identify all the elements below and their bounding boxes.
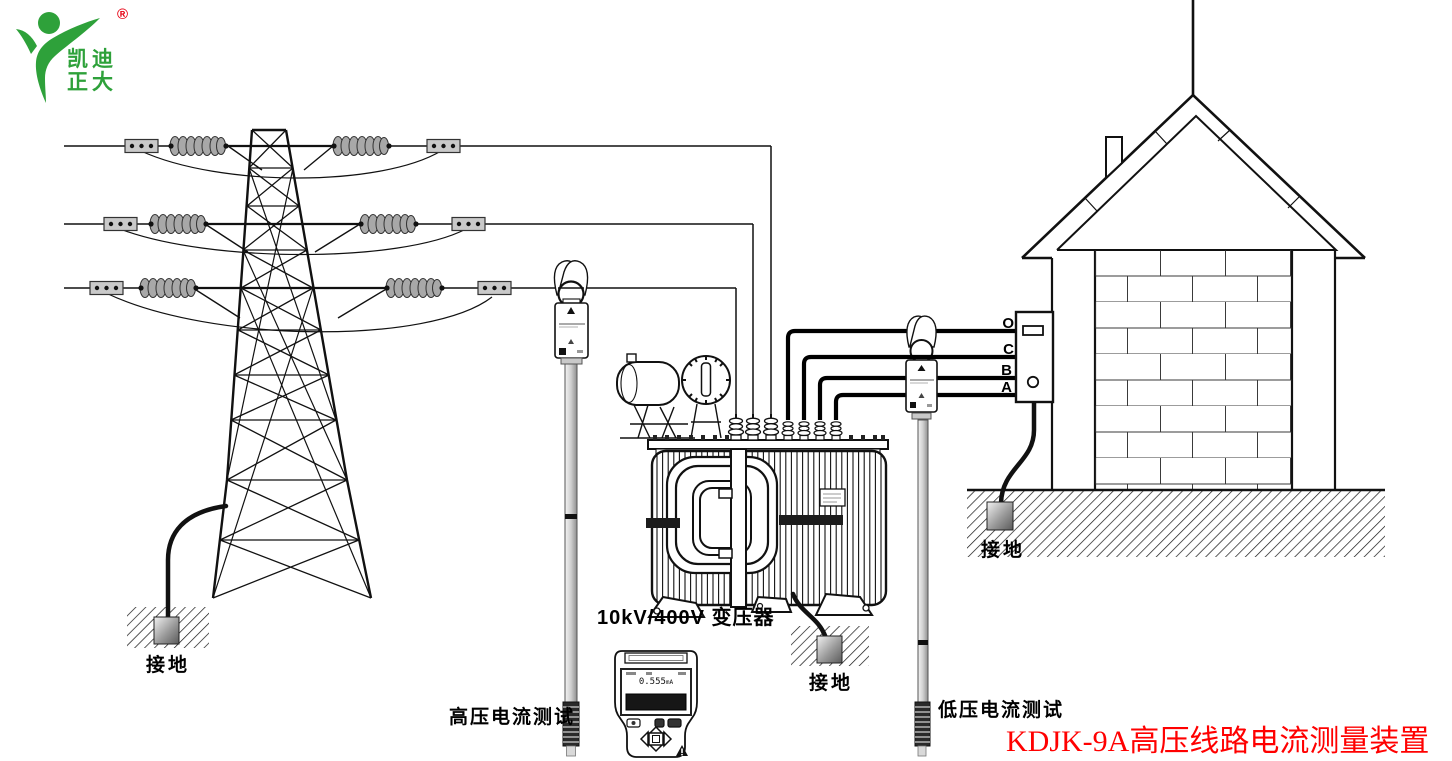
brick-wall bbox=[1094, 249, 1293, 491]
transformer-label: 10kV/400V 变压器 bbox=[597, 607, 775, 629]
phase-label-b: B bbox=[1001, 362, 1012, 379]
distribution-panel bbox=[986, 310, 1055, 531]
house-ground-label: 接地 bbox=[981, 540, 1026, 561]
logo-text-line2: 正大 bbox=[67, 71, 117, 94]
tower-ground-label: 接地 bbox=[146, 655, 191, 676]
transformer-ground-label: 接地 bbox=[809, 673, 854, 694]
transmission-tower bbox=[192, 128, 389, 599]
transformer-ground bbox=[790, 591, 869, 666]
meter-reading-value: 0.555 bbox=[638, 677, 666, 687]
handheld-meter bbox=[614, 650, 698, 758]
hv-bushings bbox=[727, 414, 780, 441]
logo-text-line1: 凯迪 bbox=[67, 48, 117, 71]
chimney bbox=[1105, 136, 1123, 181]
pole-grip bbox=[562, 701, 580, 757]
lv-bushings bbox=[781, 421, 843, 441]
lv-wires bbox=[785, 328, 1016, 420]
meter-reading: 0.555mA bbox=[622, 677, 690, 687]
pole-grip bbox=[914, 701, 931, 757]
ground-hatch bbox=[967, 491, 1385, 557]
logo-figure bbox=[16, 12, 100, 103]
phase-label-c: C bbox=[1003, 341, 1014, 358]
house bbox=[967, 0, 1385, 557]
product-title: KDJK-9A高压线路电流测量装置 bbox=[1006, 725, 1430, 758]
phase-label-a: A bbox=[1001, 379, 1012, 396]
hv-current-clamp bbox=[553, 260, 589, 757]
hv-test-label: 高压电流测试 bbox=[449, 707, 576, 728]
dpad bbox=[639, 725, 673, 753]
lv-test-label: 低压电流测试 bbox=[938, 700, 1065, 721]
transformer bbox=[616, 353, 889, 618]
telescopic-pole bbox=[917, 419, 929, 703]
lv-current-clamp bbox=[905, 315, 938, 757]
meter-reading-unit: mA bbox=[665, 679, 674, 686]
tower-ground bbox=[127, 503, 229, 648]
phase-label-o: O bbox=[1002, 315, 1014, 332]
meter-bargraph bbox=[625, 693, 687, 711]
house-ground-electrode bbox=[986, 501, 1014, 531]
registered-trademark: ® bbox=[117, 6, 129, 23]
telescopic-pole bbox=[564, 361, 578, 703]
